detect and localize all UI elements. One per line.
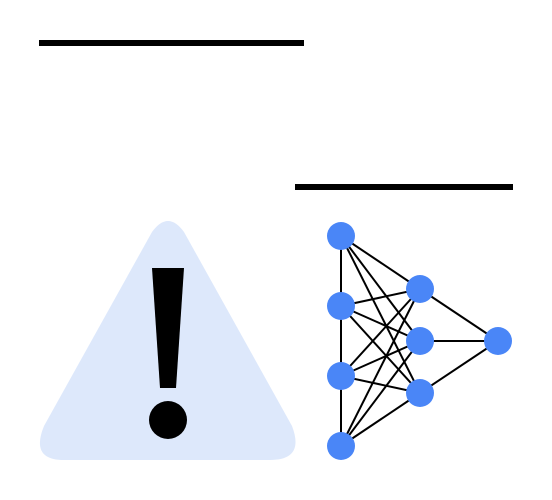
network-edge [340, 392, 421, 447]
network-node [406, 379, 434, 407]
network-node [327, 362, 355, 390]
neural-network-icon [327, 222, 512, 460]
network-edge [340, 288, 421, 377]
network-node [484, 327, 512, 355]
network-node [406, 327, 434, 355]
exclamation-dot [149, 401, 187, 439]
network-edge [419, 288, 499, 342]
network-edge [340, 235, 421, 394]
network-edge [340, 305, 421, 394]
network-edge [340, 288, 421, 447]
network-node [327, 432, 355, 460]
network-node [406, 275, 434, 303]
network-edge [340, 340, 421, 377]
network-node [327, 222, 355, 250]
rule-right [295, 184, 513, 190]
network-edge [419, 340, 499, 394]
exclamation-bar [152, 268, 184, 388]
network-node [327, 292, 355, 320]
network-nodes [327, 222, 512, 460]
rule-top-left [39, 40, 304, 46]
network-edge [340, 340, 421, 447]
warning-triangle-icon [39, 221, 296, 460]
network-edge [340, 235, 421, 290]
network-edge [340, 235, 421, 342]
network-edge [340, 305, 421, 342]
